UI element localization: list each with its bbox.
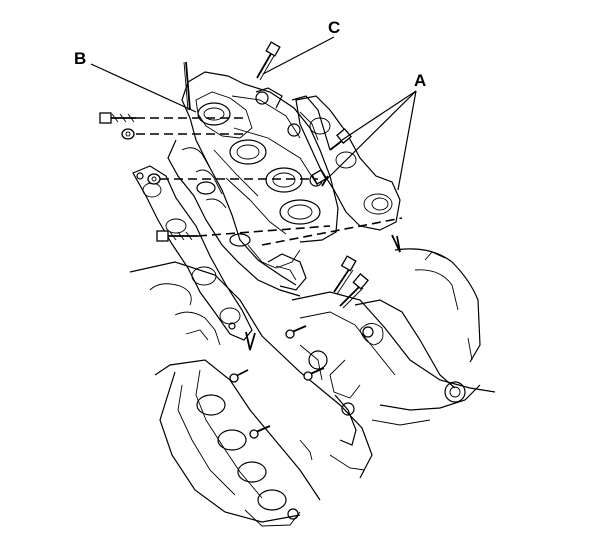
- engine-block: [129, 234, 496, 527]
- bolt-c: [256, 41, 281, 81]
- nut-left: [121, 128, 135, 140]
- intake-manifold: [167, 71, 339, 297]
- gasket-right: [295, 95, 401, 231]
- callout-leaders: [90, 36, 417, 191]
- alignment-lines: [136, 117, 403, 246]
- bolt-left-upper: [99, 112, 136, 124]
- stud-long: [183, 61, 191, 111]
- bolt-a-lower-2: [339, 273, 369, 309]
- block-stud: [229, 369, 249, 383]
- callout-label-c: C: [328, 18, 340, 37]
- gasket-b: [132, 165, 253, 341]
- callout-label-b: B: [74, 49, 86, 68]
- block-stud: [249, 425, 271, 439]
- bolt-a-lower-1: [333, 255, 357, 295]
- nut-gasket: [147, 173, 161, 185]
- bolt-a-upper: [329, 128, 352, 151]
- callout-label-a: A: [414, 71, 426, 90]
- bolt-left-lower: [156, 230, 198, 242]
- block-stud: [285, 325, 307, 339]
- block-stud: [303, 367, 325, 381]
